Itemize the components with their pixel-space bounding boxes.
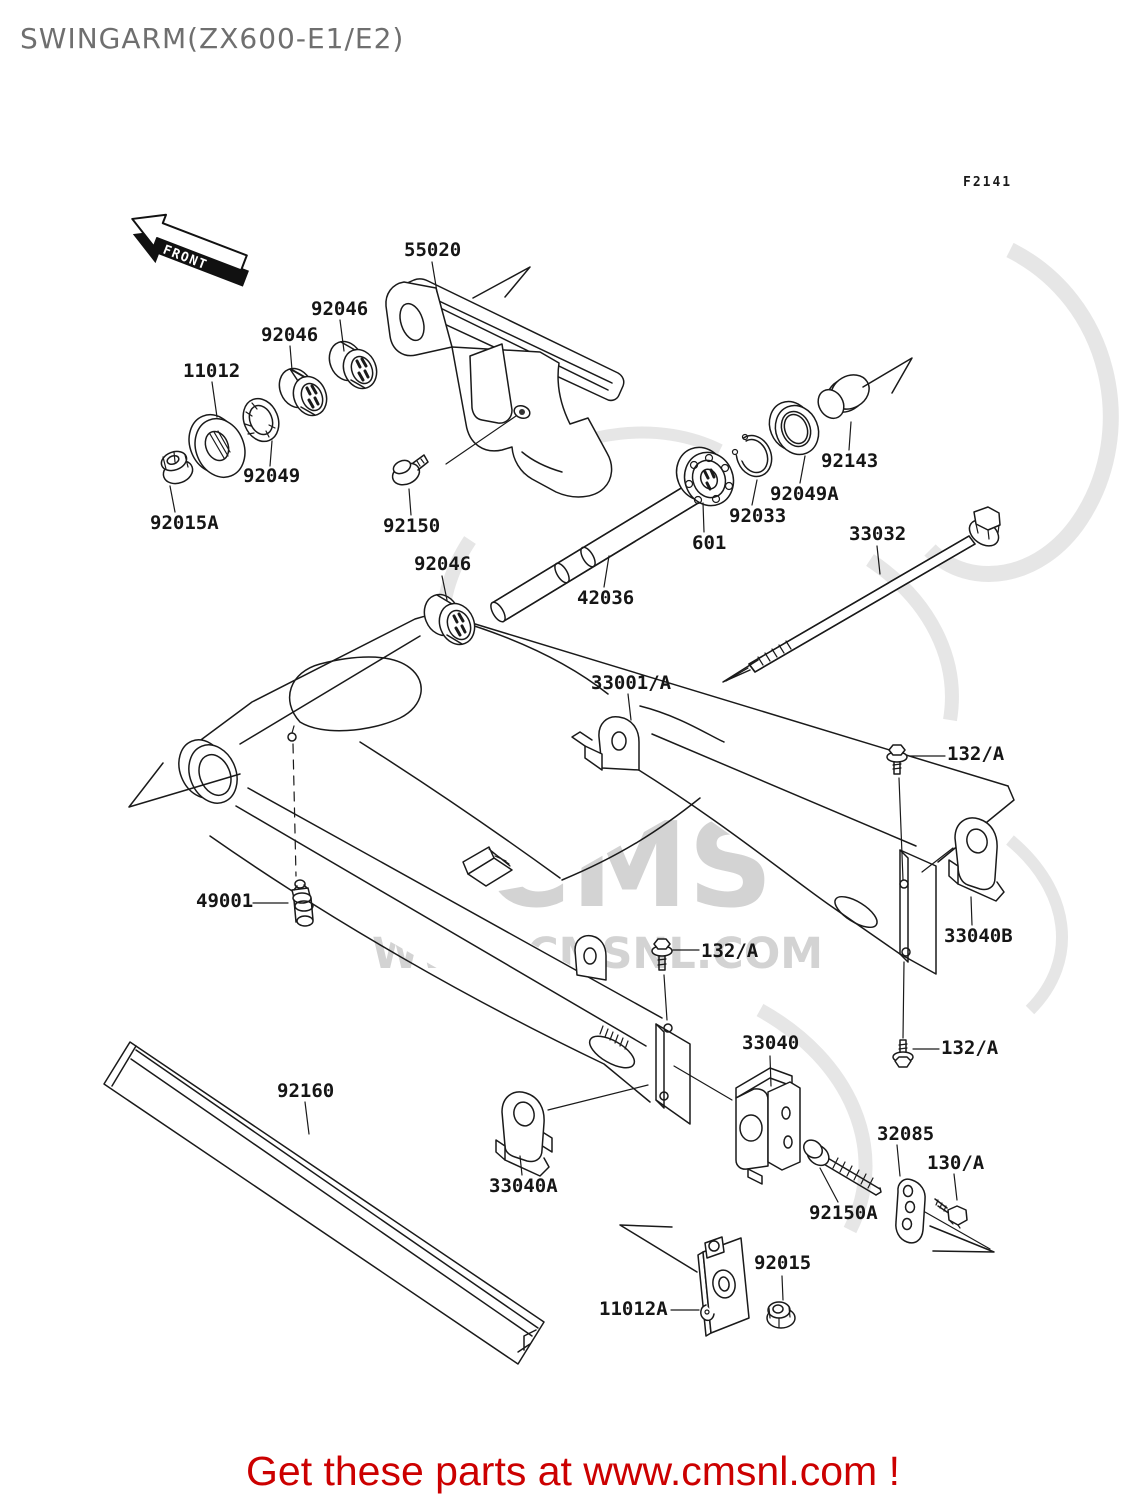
- axle-bolt-part: [725, 506, 1001, 682]
- chain-slider-part: [103, 1041, 545, 1365]
- part-number-label: 32085: [877, 1123, 935, 1145]
- pivot-bearing-parts: [160, 340, 429, 486]
- part-number-label: 132/A: [941, 1037, 999, 1059]
- part-number-label: 92015A: [150, 512, 219, 534]
- part-number-label: 601: [692, 532, 727, 554]
- flange-bolt-parts: [651, 744, 914, 1068]
- pivot-shaft-parts: [423, 374, 870, 646]
- part-number-label: 92049A: [770, 483, 839, 505]
- chain-guard-part: [385, 278, 625, 498]
- part-number-label: 11012: [183, 360, 241, 382]
- part-number-label: 92049: [243, 465, 301, 487]
- part-number-label: 92160: [277, 1080, 335, 1102]
- part-number-label: 33040B: [944, 925, 1013, 947]
- front-direction-arrow: FRONT: [131, 213, 249, 287]
- part-number-label: 92046: [414, 553, 472, 575]
- part-number-label: 92150A: [809, 1202, 878, 1224]
- page-title: SWINGARM(ZX600-E1/E2): [20, 22, 405, 55]
- part-number-label: 33040A: [489, 1175, 558, 1197]
- part-number-label: 92033: [729, 505, 787, 527]
- leader-lines: [169, 261, 973, 1311]
- part-number-label: 11012A: [599, 1298, 668, 1320]
- part-number-label: 130/A: [927, 1152, 985, 1174]
- part-number-label: 33040: [742, 1032, 800, 1054]
- part-number-label: 92143: [821, 450, 879, 472]
- part-number-label: 55020: [404, 239, 462, 261]
- part-number-label: 92015: [754, 1252, 812, 1274]
- figure-code: F2141: [963, 175, 1013, 190]
- part-number-label: 132/A: [701, 940, 759, 962]
- bracket-parts: [291, 817, 1005, 1337]
- direction-arrows: [128, 266, 995, 1273]
- footer-shop-link[interactable]: Get these parts at www.cmsnl.com !: [246, 1448, 900, 1494]
- swingarm-body: [178, 613, 1015, 1153]
- part-number-label: 49001: [196, 890, 254, 912]
- part-number-label: 92046: [311, 298, 369, 320]
- part-number-label: 42036: [577, 587, 635, 609]
- part-number-label: 33032: [849, 523, 907, 545]
- part-number-label: 132/A: [947, 743, 1005, 765]
- part-number-label: 92046: [261, 324, 319, 346]
- part-number-label: 92150: [383, 515, 441, 537]
- part-number-label: 33001/A: [591, 672, 672, 694]
